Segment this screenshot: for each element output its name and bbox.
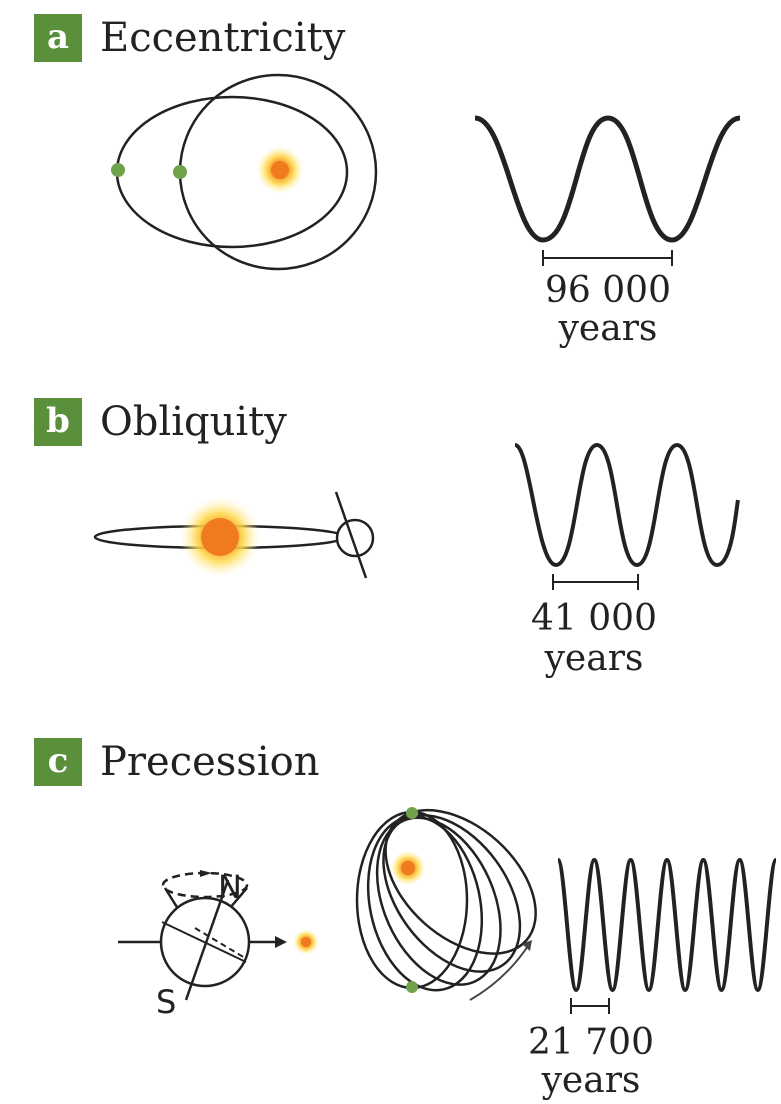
progression-arrowhead-icon xyxy=(522,940,532,951)
earth xyxy=(335,518,375,558)
obliquity-period-unit: years xyxy=(544,638,644,679)
panel-badge-c: c xyxy=(34,738,82,786)
orbit-5 xyxy=(384,808,537,955)
earth-marker-bottom xyxy=(406,981,418,993)
eccentricity-period-bracket xyxy=(542,250,673,266)
earth-marker-1 xyxy=(111,163,125,177)
earth-marker-2 xyxy=(173,165,187,179)
earth-equator xyxy=(161,921,247,963)
precession-arrow-icon xyxy=(200,870,212,877)
eccentricity-diagram xyxy=(111,73,741,271)
eccentricity-period-unit: years xyxy=(558,308,658,349)
precession-wave xyxy=(556,857,778,993)
panel-title-eccentricity: Eccentricity xyxy=(100,15,346,61)
orbit-ellipse-wide xyxy=(115,95,349,249)
orbit-4 xyxy=(382,813,522,973)
small-sun xyxy=(301,937,311,947)
eccentricity-period-value: 96 000 xyxy=(545,270,671,311)
obliquity-period-value: 41 000 xyxy=(531,598,657,639)
panel-badge-a: a xyxy=(34,14,82,62)
orbit-sun xyxy=(401,861,415,875)
north-label: N xyxy=(218,868,242,906)
south-label: S xyxy=(156,983,176,1021)
obliquity-wave xyxy=(513,442,740,568)
earth-tilted-axis xyxy=(334,491,368,579)
sun xyxy=(201,518,239,556)
precession-period-value: 21 700 xyxy=(528,1022,654,1063)
precession-diagram: N S xyxy=(118,807,778,1021)
panel-title-obliquity: Obliquity xyxy=(100,399,287,445)
eccentricity-wave xyxy=(474,115,741,243)
orbit-1 xyxy=(355,810,469,990)
panel-eccentricity: a Eccentricity 96 000 years xyxy=(0,0,781,360)
progression-arrow xyxy=(469,945,529,1001)
precessing-earth: N S xyxy=(118,868,287,1021)
precession-period-unit: years xyxy=(541,1060,641,1101)
precession-period-bracket xyxy=(570,998,610,1014)
sunward-arrow-icon xyxy=(275,936,287,948)
earth-spin-axis xyxy=(184,879,230,1001)
earth-marker-top xyxy=(406,807,418,819)
panel-precession: c Precession N S xyxy=(0,700,781,1104)
precessing-orbits xyxy=(355,808,537,992)
sun xyxy=(271,161,289,179)
panel-badge-b: b xyxy=(34,398,82,446)
obliquity-period-bracket xyxy=(552,574,639,590)
panel-obliquity: b Obliquity 41 000 years xyxy=(0,360,781,700)
obliquity-diagram xyxy=(93,442,740,590)
panel-title-precession: Precession xyxy=(100,739,320,785)
